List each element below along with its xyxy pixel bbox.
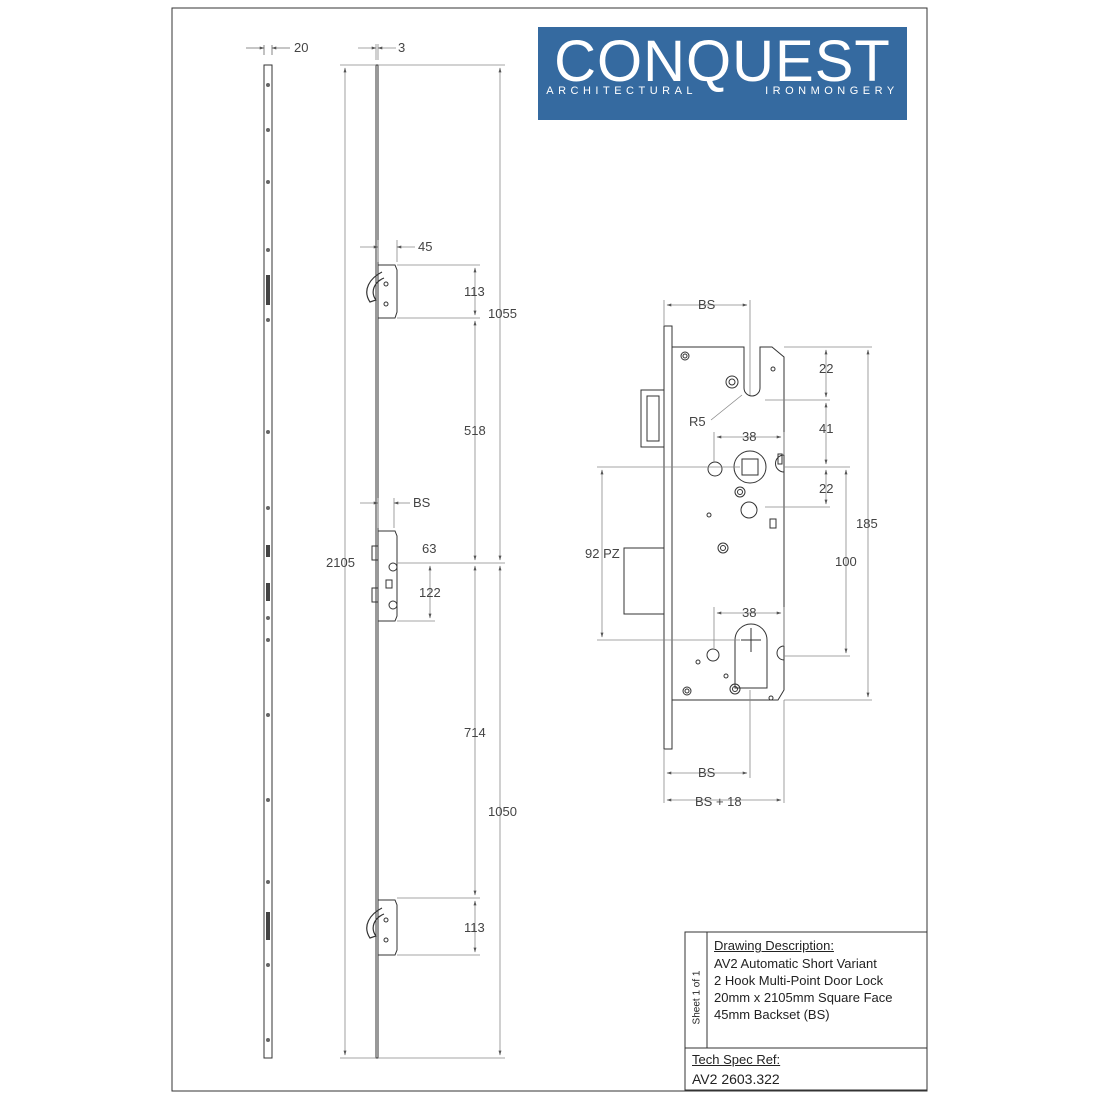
- dim-top-to-centre-label: 1055: [488, 306, 517, 321]
- dim-face-thickness-label: 3: [398, 40, 405, 55]
- dim-centres-label: 100: [835, 554, 857, 569]
- dim-face-width-label: 20: [294, 40, 308, 55]
- description-line: 45mm Backset (BS): [714, 1007, 830, 1022]
- lock-case-detail: [623, 325, 785, 750]
- tech-spec-ref: AV2 2603.322: [692, 1071, 780, 1087]
- description-line: 2 Hook Multi-Point Door Lock: [714, 973, 884, 988]
- dim-centre-offset-label: 63: [422, 541, 436, 556]
- dim-slot-to-spindle-label: 41: [819, 421, 833, 436]
- dim-backset-bottom-label: BS: [698, 765, 716, 780]
- sheet-border: [171, 7, 928, 1092]
- dim-bottom-hook-height-label: 113: [464, 920, 485, 935]
- logo-tagline-left: ARCHITECTURAL: [546, 85, 698, 97]
- dim-centre-backset-label: BS: [413, 495, 431, 510]
- dim-top-hook-height-label: 113: [464, 284, 485, 299]
- dim-pz-label: 92 PZ: [585, 546, 620, 561]
- tech-spec-label: Tech Spec Ref:: [692, 1052, 781, 1067]
- logo-wordmark: CONQUEST: [554, 29, 891, 94]
- dim-spindle-below-label: 22: [819, 481, 833, 496]
- dim-bottom-to-centre-label: 1050: [488, 804, 517, 819]
- faceplate-fixing-holes: [266, 83, 270, 1042]
- lock-side-view: [366, 64, 398, 1059]
- drawing-description-label: Drawing Description:: [714, 938, 834, 953]
- dim-top-hook-to-centre-label: 518: [464, 423, 486, 438]
- dim-top-slot-label: 22: [819, 361, 833, 376]
- title-block-frame: [684, 931, 928, 1091]
- logo-tagline: ARCHITECTURAL IRONMONGERY: [538, 85, 907, 97]
- dim-backset-plus-label: BS + 18: [695, 794, 742, 809]
- dim-centre-to-bottom-hook-label: 714: [464, 725, 486, 740]
- dim-cylinder-width-label: 38: [742, 605, 756, 620]
- logo-tagline-right: IRONMONGERY: [765, 85, 899, 97]
- dim-radius-label: R5: [689, 414, 706, 429]
- dim-backset-top-label: BS: [698, 297, 716, 312]
- dim-top-hook-backset-label: 45: [418, 239, 432, 254]
- company-logo: CONQUEST ARCHITECTURAL IRONMONGERY: [538, 27, 907, 120]
- dim-face-width: [246, 45, 290, 55]
- dim-centre-to-cylinder-label: 122: [419, 585, 441, 600]
- title-block: Sheet 1 of 1 Drawing Description: AV2 Au…: [685, 932, 927, 1090]
- dim-total-length-label: 2105: [326, 555, 355, 570]
- description-line: 20mm x 2105mm Square Face: [714, 990, 893, 1005]
- dim-spindle-width-label: 38: [742, 429, 756, 444]
- dim-case-height-label: 185: [856, 516, 878, 531]
- sheet-number: Sheet 1 of 1: [691, 970, 703, 1025]
- faceplate-front-view: [263, 64, 273, 1059]
- description-line: AV2 Automatic Short Variant: [714, 956, 877, 971]
